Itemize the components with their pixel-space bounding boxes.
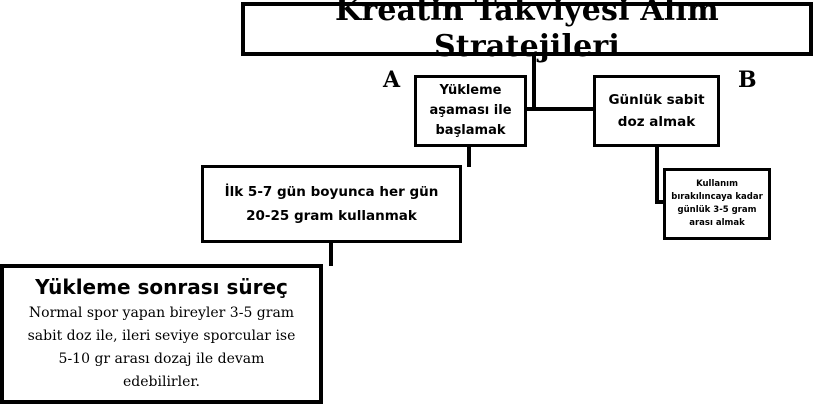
branch-b-box-line: Günlük sabit [608, 92, 705, 108]
branch-b-step1-line: arası almak [689, 218, 745, 228]
connector-b-to-step1 [655, 146, 659, 202]
diagram-title-text: Kreatin Takviyesi Alım Stratejileri [335, 0, 719, 64]
branch-a-step1-line: 20-25 gram kullanmak [246, 208, 417, 224]
branch-b-step1-line: Kullanım [696, 179, 738, 189]
branch-b-step1-box: Kullanım bırakılıncaya kadar günlük 3-5 … [663, 168, 771, 240]
branch-a-box: Yükleme aşaması ile başlamak [414, 75, 527, 147]
branch-a-step1-box: İlk 5-7 gün boyunca her gün 20-25 gram k… [201, 165, 462, 243]
diagram-title: Kreatin Takviyesi Alım Stratejileri [241, 0, 813, 64]
connector-title-down [532, 55, 536, 109]
branch-a-step2-heading: Yükleme sonrası süreç [35, 275, 288, 299]
connector-b-step1-join [655, 200, 665, 204]
branch-a-step2-line: edebilirler. [123, 374, 200, 390]
connector-a-to-step1 [467, 146, 471, 167]
branch-a-step2-line: Normal spor yapan bireyler 3-5 gram [28, 305, 295, 321]
branch-a-box-line: başlamak [435, 123, 506, 138]
branch-a-box-line: Yükleme [439, 83, 502, 98]
connector-a-to-b [526, 107, 594, 111]
connector-step1-to-step2 [329, 242, 333, 266]
branch-b-letter: B [738, 67, 757, 93]
branch-b-step1-line: bırakılıncaya kadar [671, 192, 763, 202]
branch-a-step2-line: 5-10 gr arası dozaj ile devam [58, 351, 265, 367]
branch-a-step2-line: sabit doz ile, ileri seviye sporcular is… [27, 328, 296, 344]
branch-a-letter: A [383, 67, 401, 93]
branch-a-step1-line: İlk 5-7 gün boyunca her gün [224, 184, 439, 200]
branch-b-box-line: doz almak [617, 114, 696, 130]
branch-a-box-line: aşaması ile [429, 103, 512, 118]
branch-a-step2-body: Normal spor yapan bireyler 3-5 gram sabi… [28, 302, 296, 394]
branch-b-step1-line: günlük 3-5 gram [677, 205, 757, 215]
branch-a-step2-box: Yükleme sonrası süreç Normal spor yapan … [0, 264, 323, 404]
branch-b-box: Günlük sabit doz almak [593, 75, 720, 147]
